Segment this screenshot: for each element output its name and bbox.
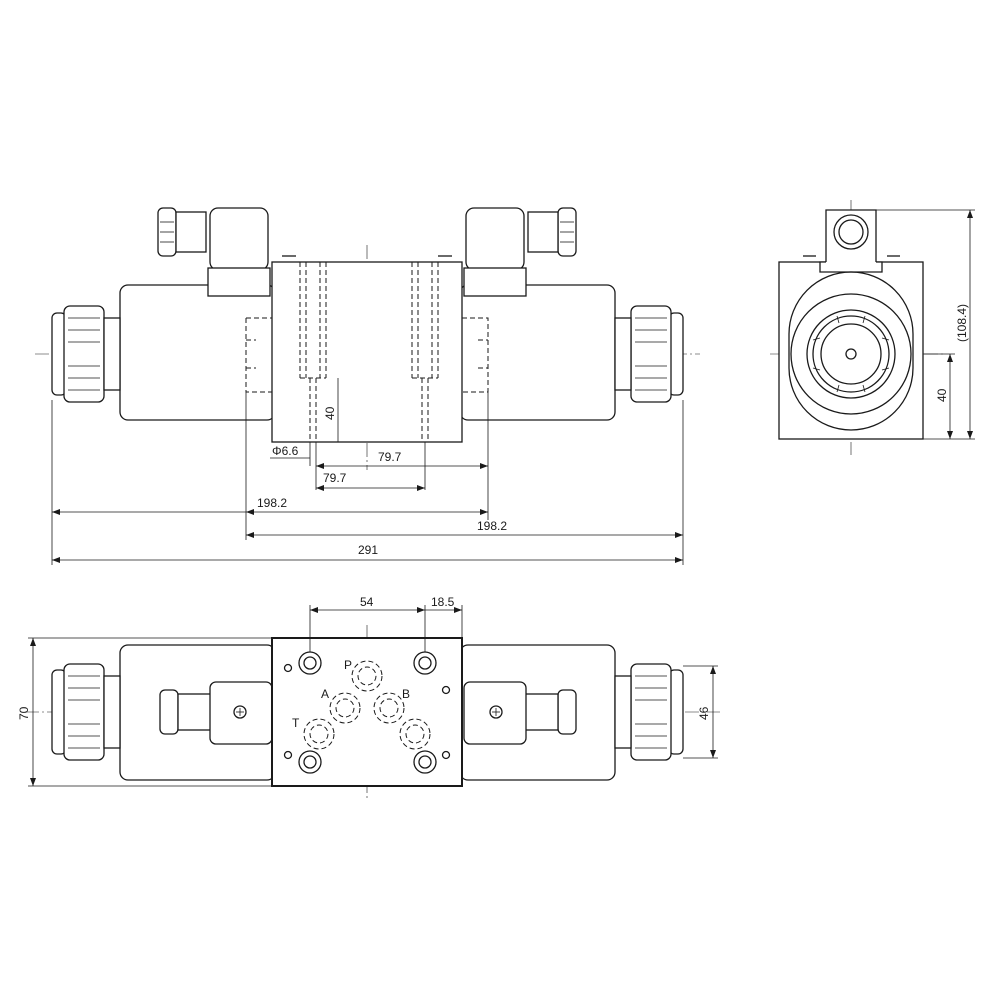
dim-bolt-span-right: 198.2 xyxy=(477,519,507,533)
left-coil-housing xyxy=(119,284,276,421)
top-right-connector xyxy=(463,681,577,745)
front-view: Φ6.6 79.7 79.7 198.2 198.2 291 40 xyxy=(35,207,700,565)
dim-hole-pitch-1: 79.7 xyxy=(378,450,402,464)
side-coil-outer xyxy=(790,293,912,415)
top-left-connector xyxy=(159,681,273,745)
bolt-hole-bottom-right xyxy=(413,750,437,774)
dim-port-spacing: 54 xyxy=(360,595,374,609)
bolt-hole-bottom-left xyxy=(298,750,322,774)
port-label-p: P xyxy=(344,658,352,672)
dim-port-offset: 18.5 xyxy=(431,595,455,609)
port-label-b: B xyxy=(402,687,410,701)
right-manual-override-nut xyxy=(614,305,684,403)
dim-side-center-height: 40 xyxy=(935,388,949,402)
port-p xyxy=(351,660,383,692)
dim-hole-pitch-2: 79.7 xyxy=(323,471,347,485)
dim-overall-length: 291 xyxy=(358,543,378,557)
left-connector xyxy=(157,207,271,297)
dim-side-height: (108.4) xyxy=(955,304,969,342)
port-label-t: T xyxy=(292,716,300,730)
right-coil-housing xyxy=(459,284,616,421)
port-t xyxy=(303,718,335,750)
top-view: P A B T 54 18.5 70 46 xyxy=(17,595,720,800)
dim-hole-diameter: Φ6.6 xyxy=(272,444,299,458)
side-body xyxy=(778,261,924,440)
top-left-nut xyxy=(51,663,121,761)
dim-body-width: 46 xyxy=(697,706,711,720)
port-t2 xyxy=(399,718,431,750)
dim-mount-depth: 40 xyxy=(323,406,337,420)
dim-bolt-span-left: 198.2 xyxy=(257,496,287,510)
port-b xyxy=(373,692,405,724)
dim-overall-width: 70 xyxy=(17,706,31,720)
port-label-a: A xyxy=(321,687,329,701)
top-right-nut xyxy=(614,663,684,761)
mounting-surface xyxy=(271,637,463,787)
port-a xyxy=(329,692,361,724)
right-connector xyxy=(463,207,577,297)
valve-body xyxy=(271,261,463,443)
left-manual-override-nut xyxy=(51,305,121,403)
side-view: (108.4) 40 xyxy=(770,200,975,455)
